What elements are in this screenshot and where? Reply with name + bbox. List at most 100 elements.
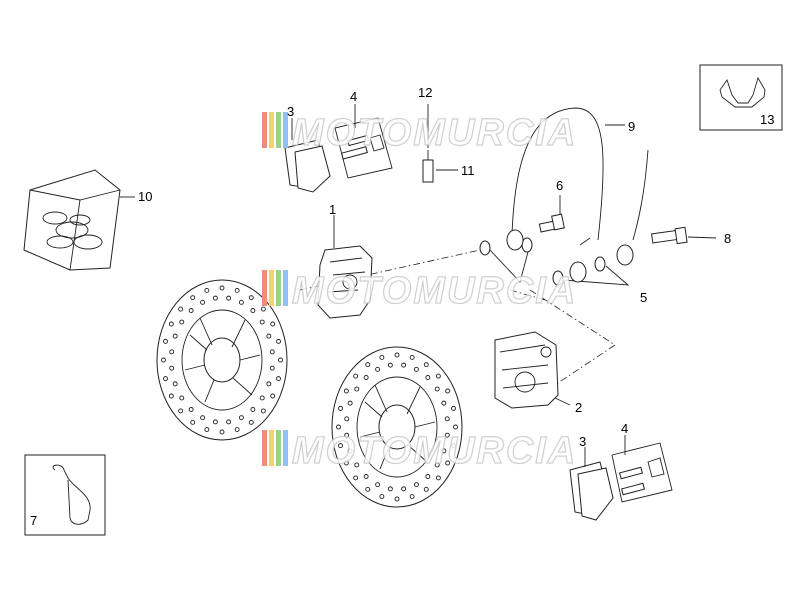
disc-hole (200, 299, 206, 305)
disc-hole (226, 295, 232, 301)
disc-hole (188, 407, 194, 412)
disc-hole (276, 376, 281, 382)
disc-hole (266, 381, 272, 387)
callout-8: 8 (724, 231, 731, 246)
part-3-brake-pads-bottom (569, 447, 614, 521)
disc-hole (163, 338, 168, 344)
disc-hole (238, 415, 244, 421)
disc-hole (238, 299, 244, 305)
watermark-text: MOTOMURCIA (292, 112, 577, 154)
disc-hole (409, 355, 415, 360)
part-6-banjo-bolt (538, 195, 565, 233)
part-4-pin-kit-bottom (611, 435, 673, 503)
disc-hole (434, 386, 440, 392)
disc-hole (423, 362, 429, 368)
part-3-brake-pads-top (284, 118, 331, 193)
disc-hole (250, 407, 256, 412)
callout-5: 5 (640, 290, 647, 305)
disc-hole (179, 319, 185, 325)
disc-hole (248, 419, 254, 425)
callout-12: 12 (418, 85, 432, 100)
disc-hole (453, 424, 458, 430)
part-5-washers (479, 229, 634, 286)
disc-hole (425, 375, 431, 380)
disc-hole (269, 349, 275, 355)
watermark-3: MOTOMURCIA (262, 429, 576, 473)
disc-hole (425, 474, 431, 479)
disc-hole (269, 365, 275, 371)
disc-hole (409, 494, 415, 499)
disc-hole (163, 376, 168, 382)
disc-hole (250, 308, 256, 313)
disc-hole (353, 373, 359, 379)
callout-9: 9 (628, 119, 635, 134)
disc-hole (379, 355, 385, 360)
disc-hole (226, 419, 232, 425)
disc-hole (365, 362, 371, 368)
disc-hole (259, 319, 265, 325)
disc-hole (168, 393, 174, 399)
disc-hole (172, 333, 178, 339)
disc-hole (343, 460, 349, 466)
disc-hole (379, 494, 385, 499)
callout-1: 1 (329, 202, 336, 217)
part-2-brake-caliper-right (494, 331, 571, 409)
disc-hole (234, 288, 240, 293)
part-7-spring-clip (24, 454, 106, 536)
part-9-brake-hose (511, 107, 625, 246)
disc-hole (375, 366, 381, 372)
disc-hole (394, 496, 400, 502)
disc-hole (445, 460, 451, 466)
callout-labels: 1 2 3 3 4 4 5 6 7 8 9 10 11 12 13 (30, 85, 774, 528)
disc-hole (248, 295, 254, 301)
disc-hole (435, 373, 441, 379)
disc-hole (387, 486, 393, 492)
disc-hole (344, 432, 350, 438)
disc-hole (387, 362, 393, 368)
disc-hole (363, 474, 369, 479)
disc-hole (413, 482, 419, 488)
disc-hole (365, 486, 371, 492)
disc-hole (441, 448, 447, 454)
callout-4-top: 4 (350, 89, 357, 104)
disc-hole (347, 448, 353, 454)
disc-hole (434, 462, 440, 468)
disc-hole (190, 419, 196, 425)
disc-hole (444, 432, 450, 438)
part-13-clip (699, 64, 783, 131)
disc-hole (445, 388, 451, 394)
disc-hole (266, 333, 272, 339)
callout-6: 6 (556, 178, 563, 193)
disc-hole (401, 486, 407, 492)
callout-11: 11 (461, 163, 475, 178)
part-10-pad-kit-bag (23, 169, 135, 271)
callout-7: 7 (30, 513, 37, 528)
disc-hole (179, 395, 185, 401)
disc-hole (353, 475, 359, 481)
disc-hole (260, 306, 266, 312)
callout-3-bottom: 3 (579, 434, 586, 449)
disc-hole (172, 381, 178, 387)
disc-hole (270, 321, 276, 327)
disc-hole (401, 362, 407, 368)
disc-hole (278, 357, 283, 363)
disc-hole (169, 365, 175, 371)
disc-hole (204, 427, 210, 432)
disc-hole (276, 338, 281, 344)
disc-hole (444, 416, 450, 422)
disc-hole (344, 416, 350, 422)
callout-10: 10 (138, 189, 152, 204)
callout-4-bottom: 4 (621, 421, 628, 436)
part-1-brake-caliper-left (317, 215, 373, 319)
part-11-bleed-valve (422, 104, 458, 183)
disc-hole (338, 405, 343, 411)
disc-hole (219, 285, 225, 291)
disc-hole (260, 408, 266, 414)
disc-hole (435, 475, 441, 481)
disc-hole (212, 295, 218, 301)
brake-disc-right (331, 346, 463, 508)
part-8-banjo-bolt (651, 226, 717, 245)
disc-hole (451, 405, 456, 411)
disc-hole (354, 386, 360, 392)
